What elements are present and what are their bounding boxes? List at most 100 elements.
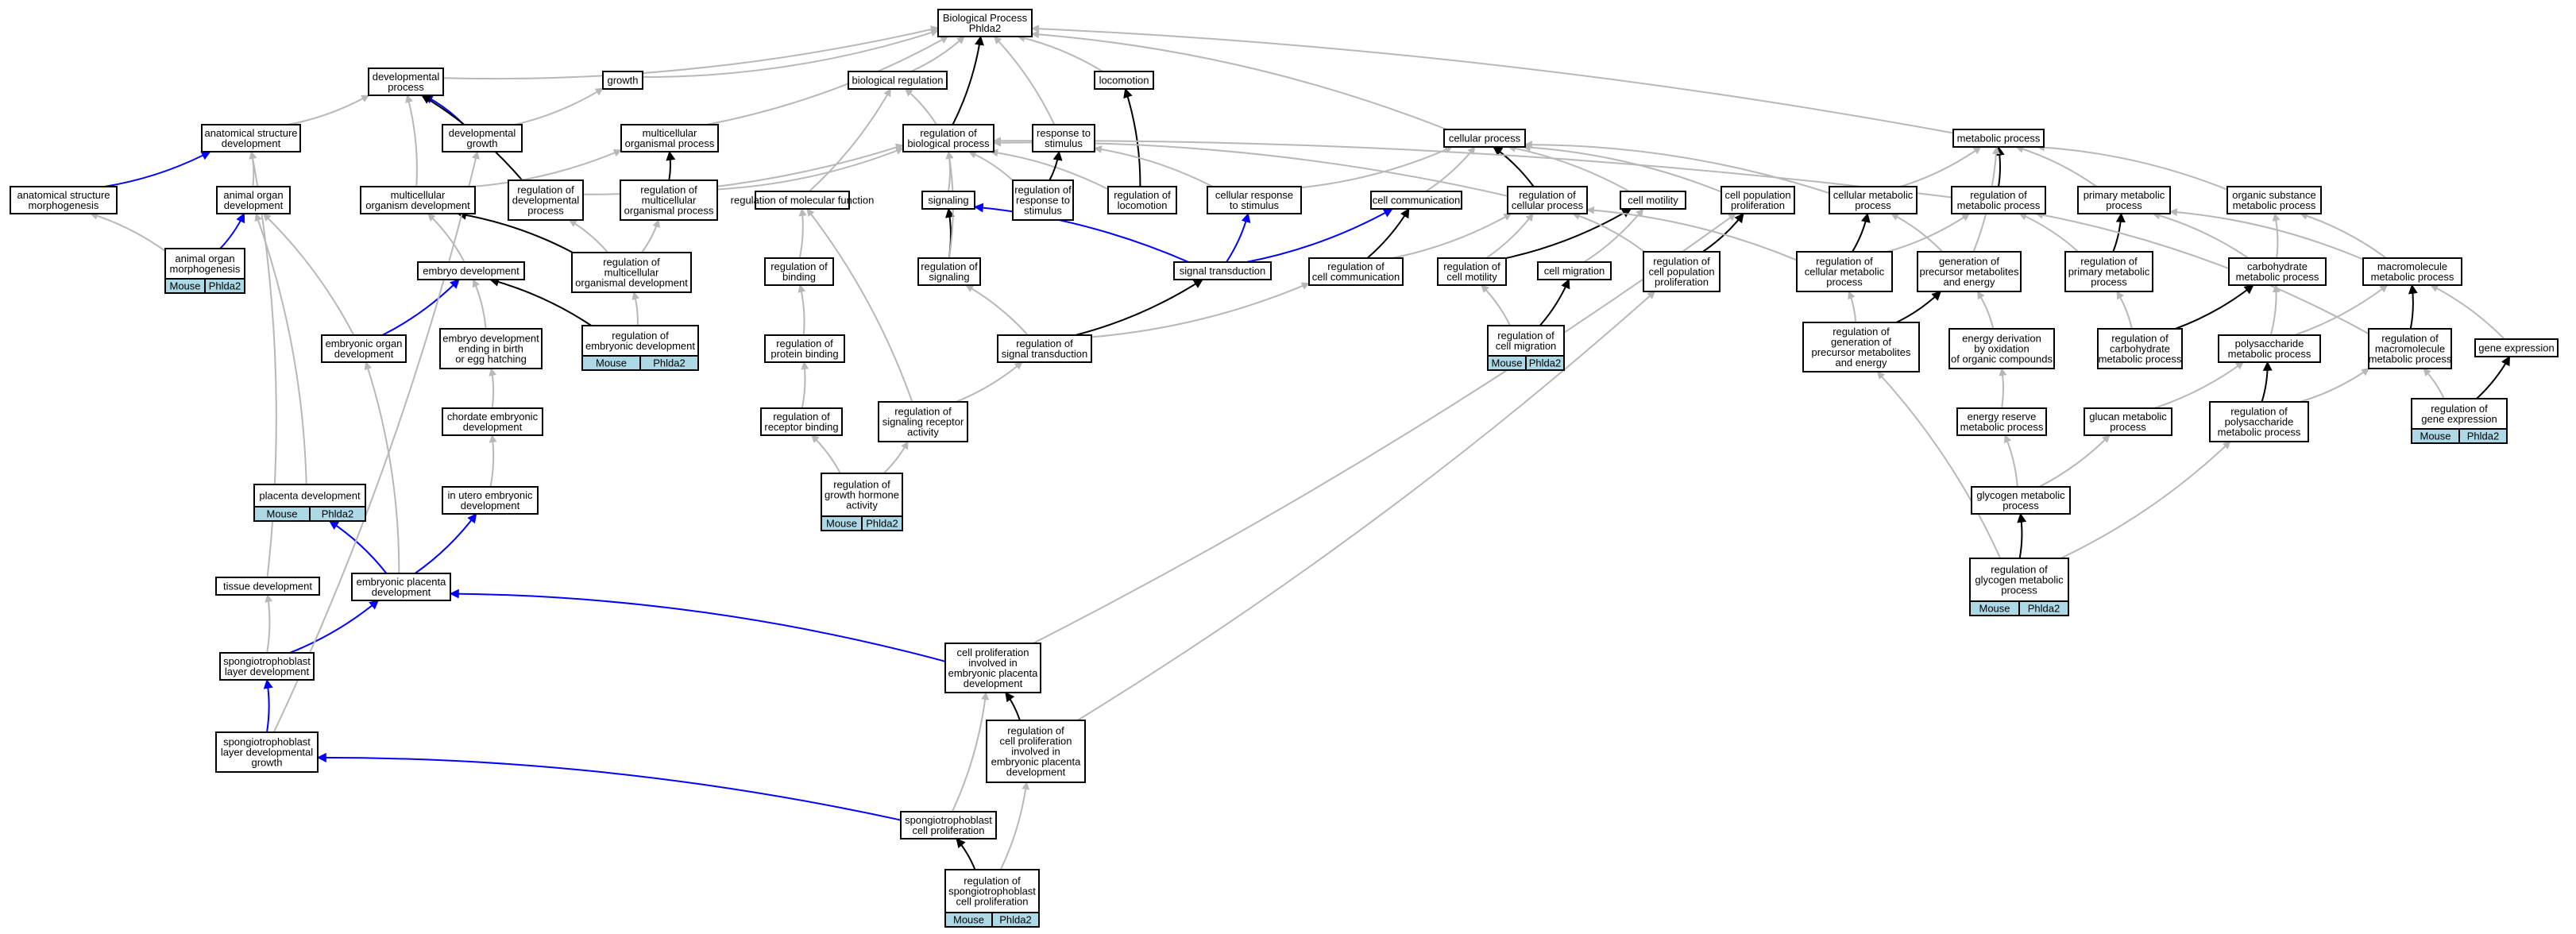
go-term-node-cmig[interactable]: cell migration — [1537, 261, 1612, 280]
go-term-node-embdev[interactable]: embryo development — [417, 261, 525, 280]
edge-edevbirth-to-embdev — [472, 279, 487, 330]
edge-eorgdev-to-aodev — [262, 213, 355, 336]
node-label-line: proliferation — [1655, 276, 1709, 288]
node-label-line: regulation of — [603, 257, 660, 268]
go-term-node-gexp[interactable]: gene expression — [2474, 338, 2559, 357]
edge-edox-to-genpme — [1976, 291, 1995, 330]
node-label-line: regulation of — [1114, 189, 1171, 201]
edge-regchmp-to-regpmp — [2116, 291, 2133, 330]
go-term-node-signaling[interactable]: signaling — [921, 191, 975, 210]
node-label-line: locomotion — [1118, 199, 1168, 211]
edge-regcpepd-to-cpepd — [1005, 692, 1021, 721]
edge-regcpepd-to-regcpp — [1076, 291, 1656, 721]
node-label-line: binding — [782, 271, 816, 283]
edge-eorgdev-to-embdev — [381, 279, 460, 336]
go-term-node-tissdev[interactable]: tissue development — [215, 577, 320, 596]
edge-sigtrans-to-ccomm — [1246, 208, 1393, 263]
go-term-node-loc[interactable]: locomotion — [1094, 71, 1154, 90]
edge-regmulti-to-multiorg — [666, 150, 676, 181]
edge-epldev-to-eorgdev — [364, 361, 400, 574]
go-term-node-cellproc[interactable]: cellular process — [1443, 129, 1526, 148]
go-term-node-sigtrans[interactable]: signal transduction — [1173, 261, 1272, 280]
node-label-line: metabolic process — [2233, 199, 2316, 211]
node-box — [1487, 325, 1565, 357]
go-term-node-cmot[interactable]: cell motility — [1620, 191, 1686, 210]
go-term-node-metab[interactable]: metabolic process — [1952, 129, 2045, 148]
edge-chmp-to-pmp — [2152, 211, 2250, 259]
edge-regstcp-to-stcp — [956, 838, 976, 870]
node-box — [937, 9, 1033, 37]
tag-label: Phlda2 — [866, 518, 898, 530]
go-term-node-ccomm[interactable]: cell communication — [1370, 191, 1462, 210]
go-term-node-regmf[interactable]: regulation of molecular function — [731, 191, 875, 210]
go-term-node-breg[interactable]: biological regulation — [848, 71, 948, 90]
node-label-line: biological regulation — [852, 75, 944, 87]
go-term-node-growth[interactable]: growth — [602, 71, 643, 90]
node-label-line: cellular response — [1215, 189, 1293, 201]
